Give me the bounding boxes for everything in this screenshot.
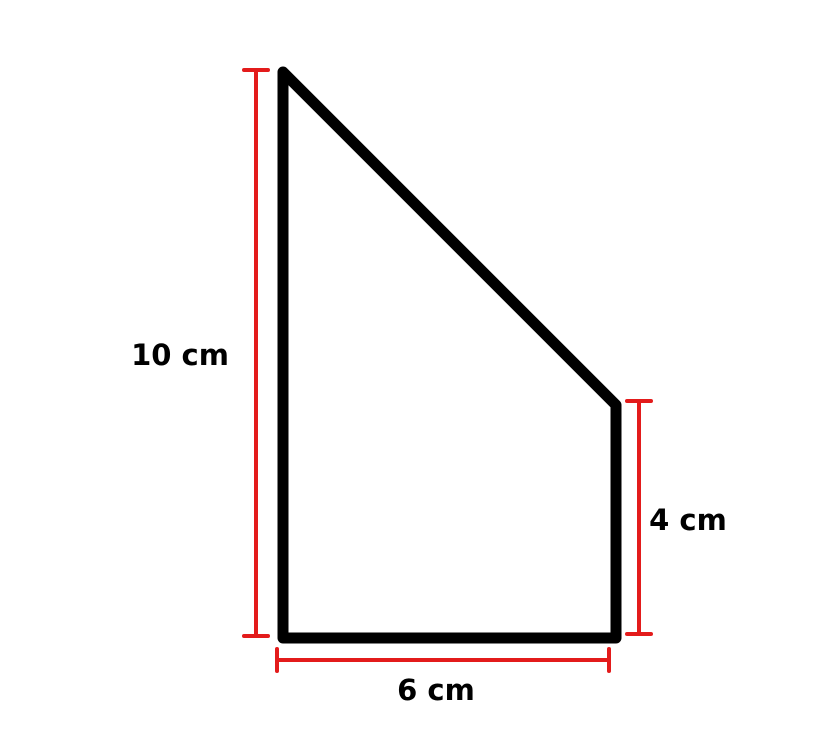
dimension-left [242, 68, 270, 638]
label-bottom-side: 6 cm [397, 673, 475, 707]
trapezoid-outline [277, 66, 622, 644]
dimension-bottom [275, 647, 611, 673]
label-right-side: 4 cm [649, 503, 727, 537]
dimension-right [625, 399, 653, 636]
label-left-side: 10 cm [131, 338, 229, 372]
